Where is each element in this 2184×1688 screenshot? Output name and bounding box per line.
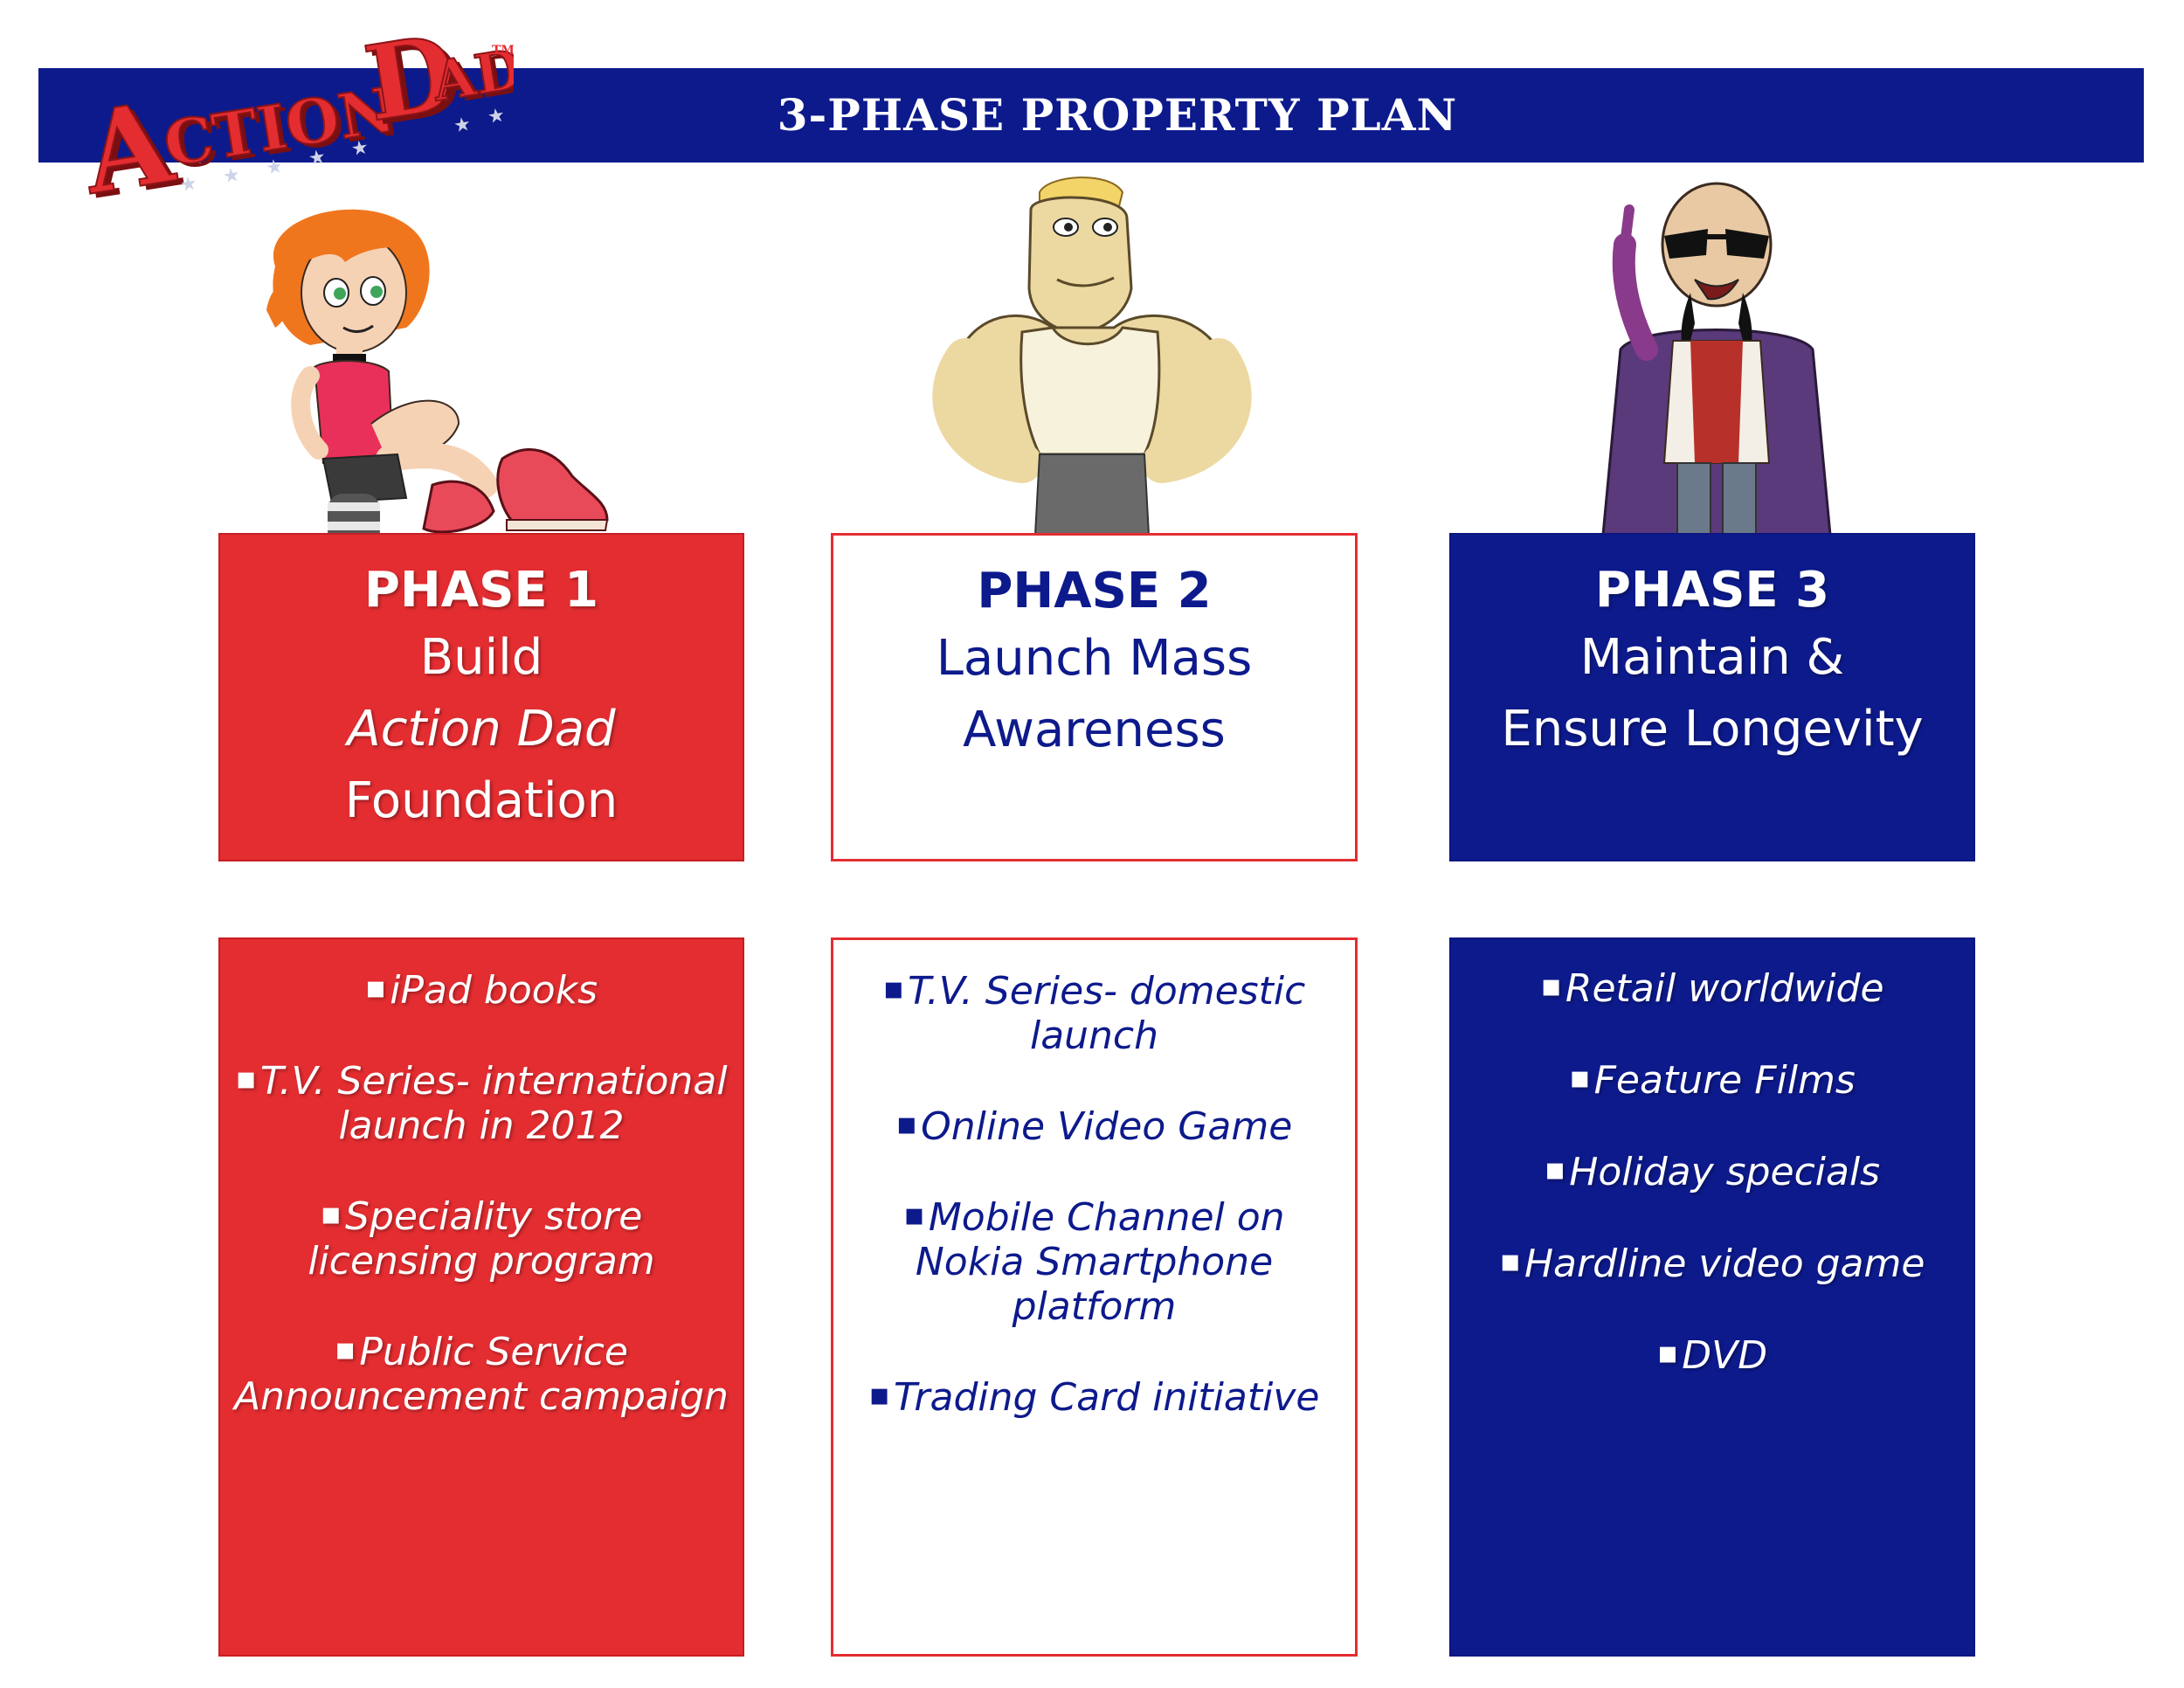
list-item: ▪Hardline video game	[1451, 1239, 1973, 1286]
bullet-icon: ▪	[235, 1061, 257, 1097]
list-item: ▪T.V. Series- domestic launch	[833, 966, 1355, 1058]
svg-text:★: ★	[453, 114, 473, 138]
item-text: Retail worldwide	[1565, 966, 1884, 1011]
phase-3-items-box: ▪Retail worldwide ▪Feature Films ▪Holida…	[1449, 937, 1975, 1657]
item-text: Public Service Announcement campaign	[234, 1330, 729, 1419]
bullet-icon: ▪	[882, 971, 905, 1007]
list-item: ▪Public Service Announcement campaign	[220, 1327, 743, 1419]
logo-stars: ★ ★ ★ ★ ★ ★ ★	[178, 104, 507, 197]
list-item: ▪DVD	[1451, 1331, 1973, 1378]
bullet-icon: ▪	[868, 1377, 890, 1413]
item-text: Online Video Game	[921, 1104, 1293, 1149]
item-text: Hardline video game	[1524, 1242, 1925, 1286]
item-text: Mobile Channel on Nokia Smartphone platf…	[915, 1195, 1285, 1329]
phase-2-title-box: PHASE 2 Launch Mass Awareness	[831, 533, 1358, 861]
svg-text:★: ★	[349, 136, 370, 161]
bullet-icon: ▪	[1499, 1243, 1521, 1279]
svg-text:★: ★	[178, 172, 198, 197]
phase-1-line-1: Build	[419, 629, 543, 686]
phase-3-heading: PHASE 3	[1594, 562, 1830, 619]
phase-1-title-box: PHASE 1 Build Action Dad Foundation	[218, 533, 744, 861]
list-item: ▪Trading Card initiative	[833, 1373, 1355, 1420]
bullet-icon: ▪	[1569, 1060, 1591, 1096]
list-item: ▪Online Video Game	[833, 1102, 1355, 1149]
list-item: ▪iPad books	[220, 965, 743, 1013]
list-item: ▪Feature Films	[1451, 1055, 1973, 1103]
item-text: Speciality store licensing program	[308, 1194, 655, 1283]
item-text: DVD	[1682, 1333, 1768, 1378]
bullet-icon: ▪	[320, 1196, 342, 1232]
phase-3-item-list: ▪Retail worldwide ▪Feature Films ▪Holida…	[1451, 939, 1973, 1378]
phase-1-line-2: Action Dad	[347, 701, 616, 758]
svg-text:★: ★	[486, 104, 506, 128]
list-item: ▪Mobile Channel on Nokia Smartphone plat…	[833, 1193, 1355, 1329]
bullet-icon: ▪	[364, 970, 387, 1006]
item-text: iPad books	[390, 968, 598, 1013]
header-bar: 3-PHASE PROPERTY PLAN	[38, 68, 2144, 163]
svg-text:★: ★	[264, 156, 284, 180]
list-item: ▪Holiday specials	[1451, 1147, 1973, 1194]
svg-text:AD: AD	[427, 37, 514, 114]
page-title: 3-PHASE PROPERTY PLAN	[777, 89, 1458, 141]
item-text: T.V. Series- domestic launch	[908, 969, 1306, 1058]
item-text: T.V. Series- international launch in 201…	[259, 1059, 728, 1148]
list-item: ▪Retail worldwide	[1451, 964, 1973, 1011]
trademark-mark: TM	[492, 44, 514, 58]
phase-3-title-box: PHASE 3 Maintain & Ensure Longevity	[1449, 533, 1975, 861]
phase-2-item-list: ▪T.V. Series- domestic launch ▪Online Vi…	[833, 940, 1355, 1420]
character-villain-illustration	[1586, 175, 1848, 536]
svg-text:★: ★	[307, 146, 327, 170]
phase-3-line-2: Ensure Longevity	[1501, 701, 1924, 758]
phase-3-line-1: Maintain &	[1579, 629, 1845, 686]
item-text: Feature Films	[1593, 1058, 1856, 1103]
bullet-icon: ▪	[903, 1197, 925, 1233]
bullet-icon: ▪	[1540, 968, 1562, 1004]
phase-2-line-1: Launch Mass	[936, 630, 1253, 687]
bullet-icon: ▪	[335, 1332, 356, 1367]
phase-2-items-box: ▪T.V. Series- domestic launch ▪Online Vi…	[831, 937, 1358, 1657]
phase-1-line-3: Foundation	[344, 772, 619, 829]
phase-1-item-list: ▪iPad books ▪T.V. Series- international …	[220, 939, 743, 1419]
character-muscle-dad-illustration	[909, 175, 1275, 536]
phase-2-line-2: Awareness	[963, 702, 1226, 758]
svg-text:★: ★	[221, 164, 241, 189]
item-text: Trading Card initiative	[893, 1375, 1320, 1420]
phase-2-heading: PHASE 2	[977, 563, 1212, 619]
action-dad-logo: A A CTION CTION D D AD AD ★ ★ ★ ★ ★ ★ ★ …	[73, 10, 532, 225]
item-text: Holiday specials	[1569, 1150, 1881, 1194]
bullet-icon: ▪	[1544, 1152, 1566, 1187]
list-item: ▪T.V. Series- international launch in 20…	[220, 1056, 743, 1148]
bullet-icon: ▪	[895, 1106, 918, 1142]
character-girl-illustration	[240, 197, 668, 572]
phase-1-items-box: ▪iPad books ▪T.V. Series- international …	[218, 937, 744, 1657]
bullet-icon: ▪	[1656, 1335, 1679, 1371]
logo-graphic: A A CTION CTION D D AD AD ★ ★ ★ ★ ★ ★ ★ …	[73, 10, 532, 225]
phase-1-heading: PHASE 1	[363, 562, 599, 619]
svg-text:D: D	[363, 35, 471, 149]
list-item: ▪Speciality store licensing program	[220, 1192, 743, 1283]
